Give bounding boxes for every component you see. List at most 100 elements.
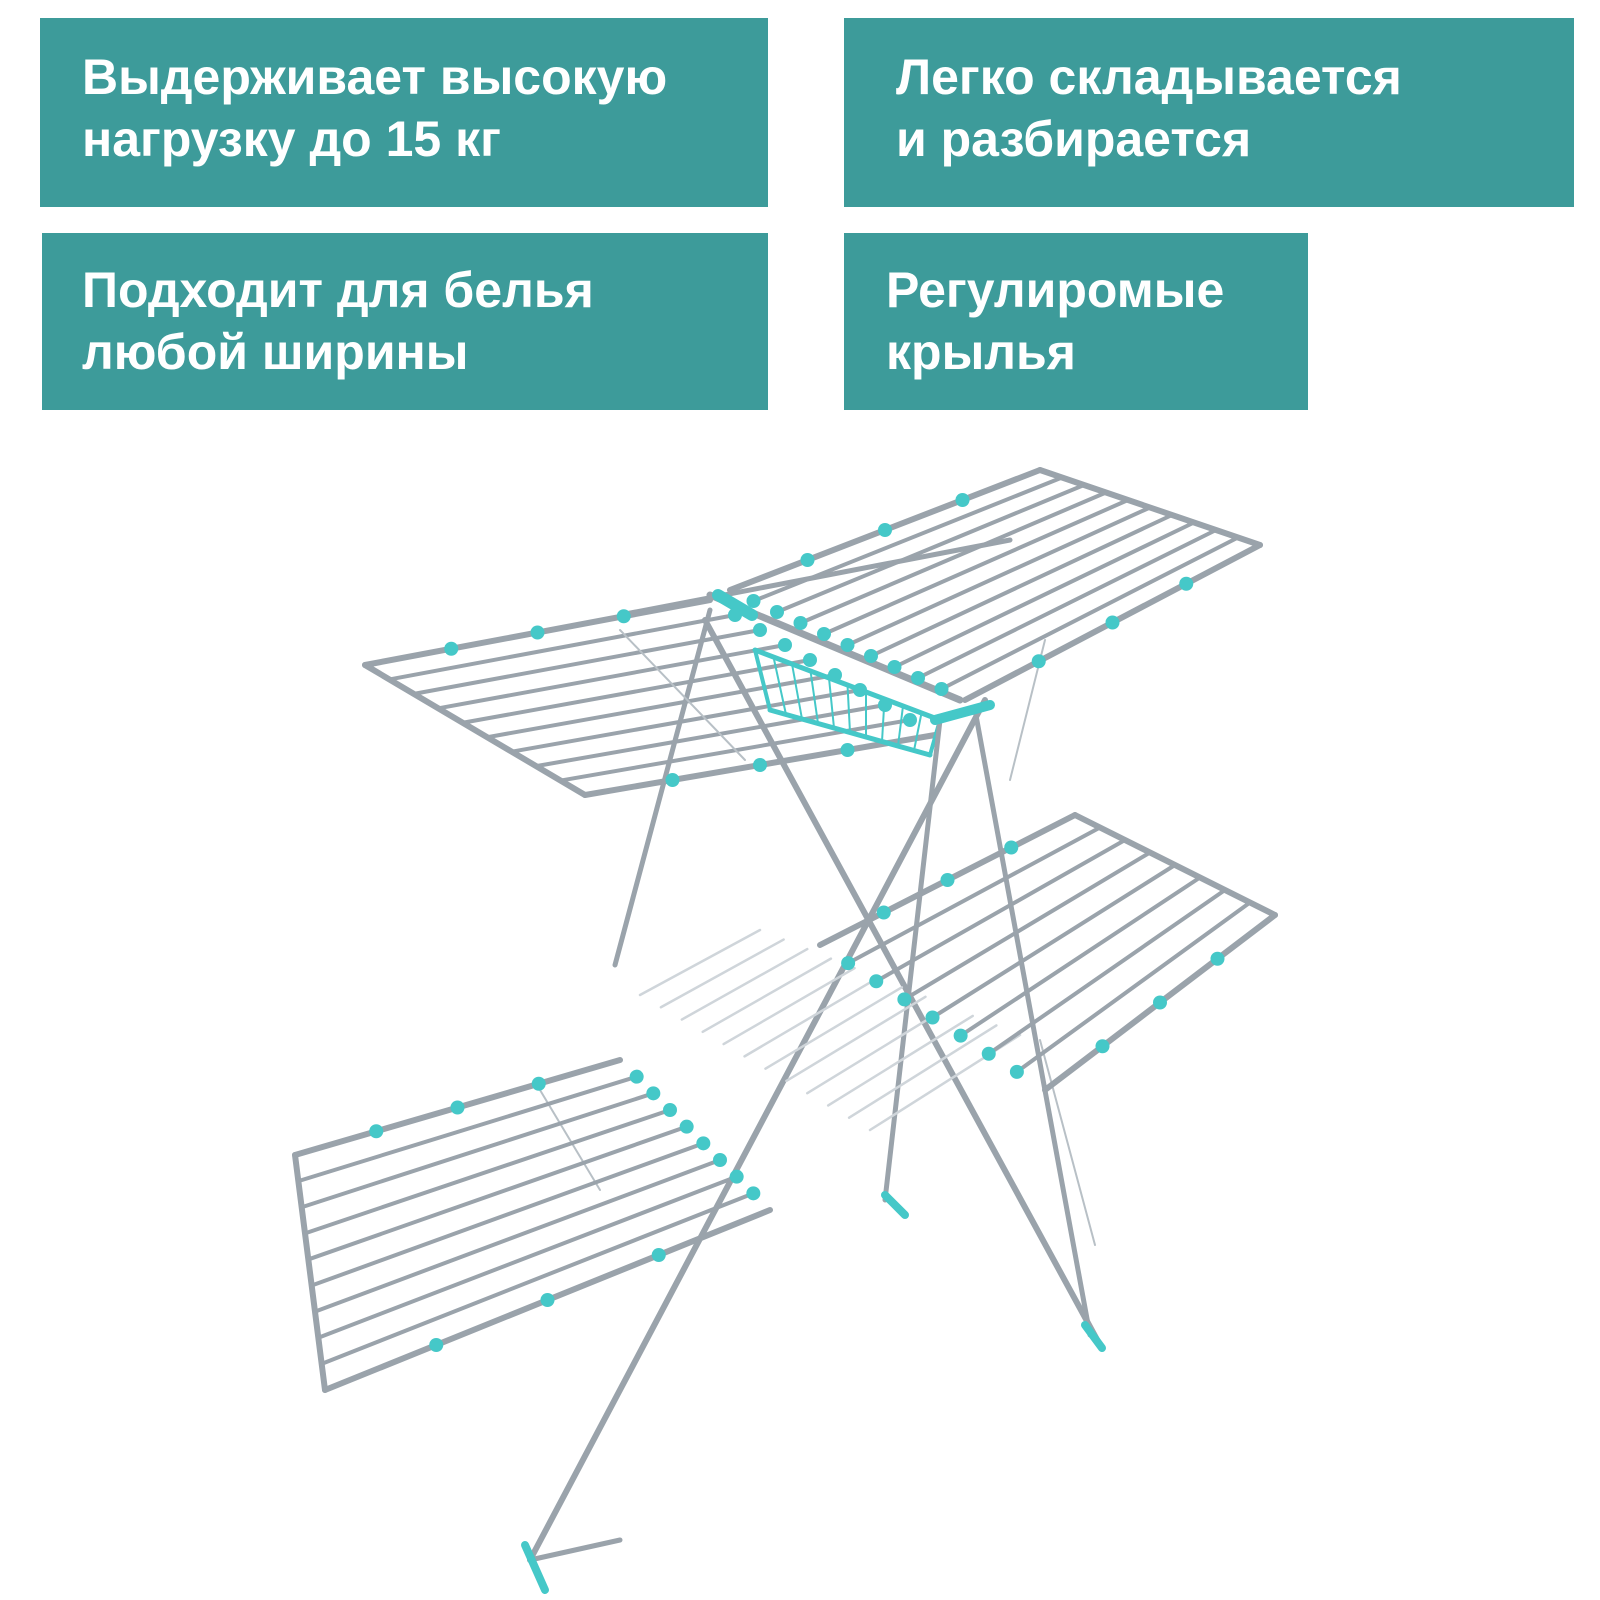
- rack-bar: [826, 1014, 974, 1107]
- rack-bar: [930, 863, 1177, 1020]
- rack-bar: [958, 875, 1202, 1038]
- rack-bar: [534, 703, 887, 769]
- rack-bar: [292, 1152, 328, 1393]
- clothes-drying-rack-icon: [292, 467, 1278, 1594]
- rack-bar: [892, 520, 1196, 669]
- rack-bar: [299, 1091, 656, 1210]
- rack-clip: [679, 1119, 694, 1134]
- rack-clip: [746, 1186, 761, 1201]
- rack-bar: [680, 947, 809, 1021]
- rack-clip: [1179, 576, 1194, 591]
- rack-clip: [1105, 615, 1120, 630]
- rack-clip: [729, 1169, 744, 1184]
- feature-text-line: Выдерживает высокую: [82, 49, 668, 105]
- rack-bar: [387, 613, 737, 682]
- rack-clip: [728, 608, 742, 622]
- rack-clip: [817, 627, 831, 641]
- rack-bar: [722, 966, 856, 1046]
- rack-clip: [869, 974, 884, 989]
- rack-bar: [319, 1191, 756, 1366]
- rack-clip: [841, 956, 856, 971]
- rack-bar: [539, 1089, 601, 1191]
- rack-bar: [485, 673, 837, 740]
- rack-bar: [785, 995, 927, 1083]
- rack-bar: [702, 617, 1103, 1348]
- rack-bar: [798, 490, 1108, 625]
- rack-bar: [316, 1174, 739, 1340]
- rack-clip: [663, 1103, 677, 1117]
- rack-clip: [940, 873, 955, 887]
- feature-text-line: крылья: [886, 324, 1076, 380]
- rack-clip: [450, 1100, 465, 1115]
- feature-text-line: и разбирается: [896, 111, 1252, 167]
- rack-bar: [775, 483, 1086, 614]
- rack-bar: [527, 697, 988, 1563]
- feature-text-line: любой ширины: [82, 324, 469, 380]
- feature-text-line: нагрузку до 15 кг: [82, 111, 501, 167]
- rack-clip: [903, 713, 917, 727]
- feature-load-capacity: Выдерживает высокую нагрузку до 15 кг: [40, 18, 768, 207]
- rack-bar: [869, 513, 1174, 658]
- rack-clip: [911, 671, 925, 685]
- rack-clip: [1031, 654, 1046, 669]
- rack-clip: [646, 1086, 661, 1101]
- rack-clip: [770, 605, 784, 619]
- rack-bar: [527, 1537, 623, 1563]
- rack-clip: [629, 1069, 644, 1084]
- rack-clip: [753, 623, 767, 637]
- rack-bar: [743, 976, 880, 1058]
- rack-clip: [925, 1010, 940, 1025]
- rack-bar: [772, 656, 787, 716]
- feature-text-line: Регулиромые: [886, 262, 1225, 318]
- rack-clip: [540, 1293, 555, 1307]
- rack-clip: [840, 743, 855, 757]
- rack-bar: [751, 475, 1064, 603]
- rack-bar: [916, 528, 1218, 680]
- rack-bar: [701, 957, 833, 1034]
- rack-bar: [296, 1074, 639, 1184]
- rack-clip: [530, 625, 545, 640]
- rack-clip: [853, 683, 867, 697]
- rack-clip: [878, 523, 892, 537]
- rack-bar: [753, 648, 772, 712]
- feature-text-line: Легко складывается: [896, 49, 1402, 105]
- rack-bar: [521, 1541, 549, 1594]
- rack-bar: [411, 628, 762, 696]
- rack-clip: [778, 638, 792, 652]
- rack-clip: [800, 553, 815, 567]
- feature-text-line: Подходит для белья: [82, 262, 594, 318]
- rack-clip: [1004, 840, 1019, 855]
- rack-bar: [822, 498, 1130, 636]
- rack-bar: [638, 928, 762, 997]
- rack-bar: [806, 1005, 951, 1095]
- rack-clip: [1009, 1064, 1024, 1079]
- rack-bar: [362, 662, 588, 798]
- rack-clip: [793, 616, 808, 630]
- rack-bar: [897, 705, 904, 747]
- rack-clip: [953, 1028, 968, 1043]
- rack-clip: [753, 758, 767, 772]
- rack-clip: [981, 1046, 996, 1061]
- rack-bar: [712, 589, 758, 621]
- rack-clip: [651, 1248, 666, 1262]
- rack-clip: [887, 660, 902, 674]
- rack-bar: [619, 629, 746, 761]
- rack-bar: [303, 1108, 672, 1236]
- rack-clip: [616, 609, 631, 624]
- rack-clip: [746, 594, 761, 608]
- feature-adjustable-wings: Регулиромые крылья: [844, 233, 1308, 410]
- rack-bar: [845, 505, 1152, 647]
- rack-bar: [460, 658, 812, 725]
- rack-clip: [897, 992, 912, 1007]
- rack-bar: [986, 888, 1227, 1056]
- rack-bar: [659, 938, 785, 1009]
- rack-bar: [612, 607, 713, 968]
- rack-bar: [809, 670, 819, 725]
- rack-bar: [930, 700, 995, 725]
- rack-bar: [847, 1024, 998, 1119]
- rack-clip: [864, 649, 878, 663]
- rack-bar: [791, 663, 803, 720]
- rack-bar: [1014, 900, 1252, 1074]
- rack-clip: [1153, 995, 1167, 1010]
- rack-clip: [1095, 1039, 1110, 1054]
